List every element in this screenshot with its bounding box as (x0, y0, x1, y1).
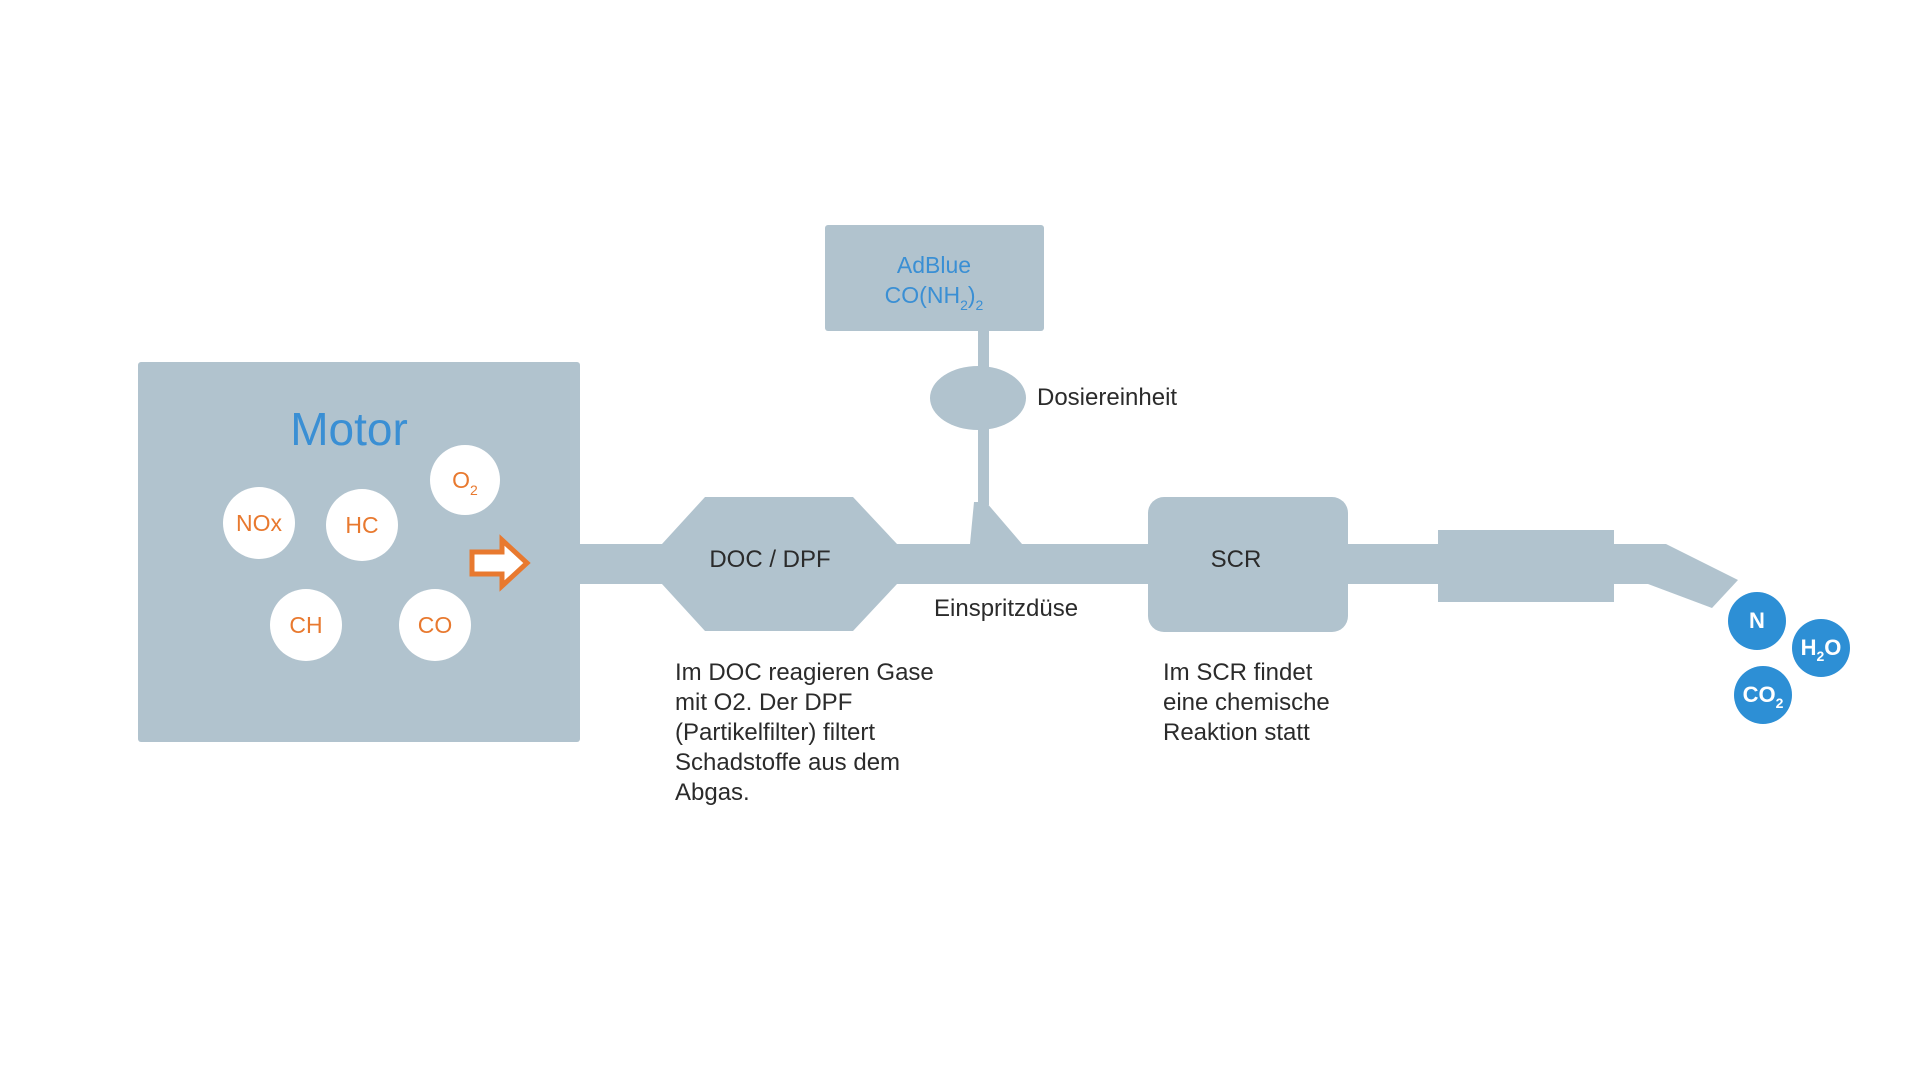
output-co2: CO2 (1734, 666, 1792, 724)
svg-text:O2: O2 (452, 467, 478, 498)
svg-text:Reaktion statt: Reaktion statt (1163, 719, 1310, 746)
adblue-name: AdBlue (897, 252, 971, 278)
svg-text:CH: CH (289, 612, 322, 638)
doc-dpf-label: DOC / DPF (709, 546, 830, 573)
pollutant-o2: O2 (430, 445, 500, 515)
output-n: N (1728, 592, 1786, 650)
pollutant-hc: HC (326, 489, 398, 561)
dosing-unit-label: Dosiereinheit (1037, 384, 1177, 411)
svg-text:NOx: NOx (236, 510, 283, 536)
svg-text:CO2: CO2 (1743, 682, 1784, 711)
scr-description: Im SCR findet eine chemische Reaktion st… (1163, 659, 1330, 746)
svg-text:(Partikelfilter) filtert: (Partikelfilter) filtert (675, 719, 875, 746)
output-h2o: H2O (1792, 619, 1850, 677)
injector-label: Einspritzdüse (934, 595, 1078, 622)
exhaust-pipe (578, 544, 1738, 608)
svg-text:Schadstoffe aus dem: Schadstoffe aus dem (675, 749, 900, 776)
doc-dpf-unit: DOC / DPF (662, 497, 897, 631)
arrow-right-icon (469, 534, 531, 592)
pollutant-ch: CH (270, 589, 342, 661)
adblue-tank: AdBlue CO(NH2)2 (825, 225, 1044, 331)
svg-text:eine chemische: eine chemische (1163, 689, 1330, 716)
motor-title: Motor (290, 403, 408, 455)
adblue-formula: CO(NH2)2 (885, 282, 984, 313)
motor-block: Motor O2 NOx HC CH CO (138, 362, 580, 742)
svg-text:H2O: H2O (1801, 635, 1842, 664)
scr-label: SCR (1211, 546, 1262, 573)
svg-text:N: N (1749, 608, 1765, 633)
pollutant-co: CO (399, 589, 471, 661)
muffler (1438, 530, 1614, 602)
svg-text:mit O2. Der DPF: mit O2. Der DPF (675, 689, 852, 716)
svg-text:HC: HC (345, 512, 378, 538)
svg-text:Im DOC reagieren Gase: Im DOC reagieren Gase (675, 659, 934, 686)
svg-text:Abgas.: Abgas. (675, 779, 750, 806)
svg-text:CO: CO (418, 612, 453, 638)
dosing-unit (930, 325, 1026, 505)
injection-nozzle (970, 502, 1022, 544)
doc-description: Im DOC reagieren Gase mit O2. Der DPF (P… (675, 659, 934, 806)
svg-text:Im SCR findet: Im SCR findet (1163, 659, 1313, 686)
pollutant-nox: NOx (223, 487, 295, 559)
scr-unit: SCR (1148, 497, 1348, 632)
